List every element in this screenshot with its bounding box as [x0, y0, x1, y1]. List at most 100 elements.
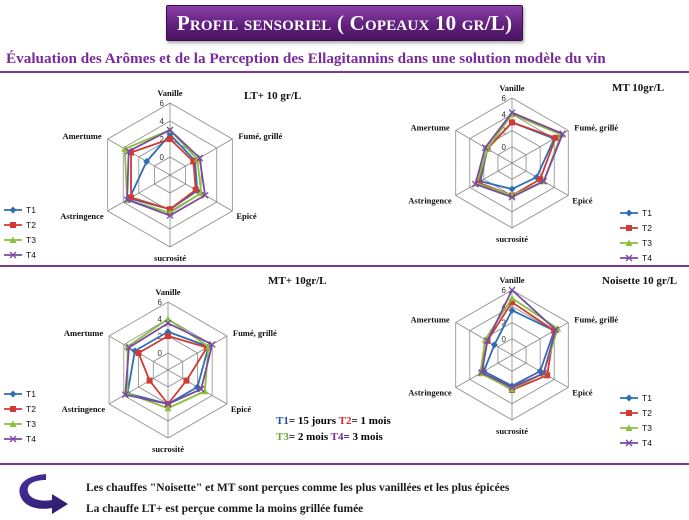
data-point-T3: [204, 343, 212, 350]
data-point-T1: [536, 367, 544, 375]
tick-label: 2: [502, 319, 507, 328]
legend-marker-T3: [9, 236, 17, 243]
data-point-T3: [483, 145, 491, 152]
legend-marker-T4: [9, 435, 17, 443]
data-point-T4: [508, 384, 516, 391]
axis-label: Amertume: [62, 131, 101, 141]
data-point-T3: [164, 404, 172, 412]
legend-label-T3: T3: [642, 423, 652, 433]
data-point-T4: [540, 177, 548, 185]
legend-label-T4: T4: [26, 250, 36, 260]
data-point-T4: [197, 385, 205, 393]
axis-label: sucrosité: [152, 444, 184, 454]
key-t2-desc: = 1 mois: [351, 415, 391, 427]
data-point-T2: [537, 176, 544, 183]
legend-marker-T3: [625, 424, 633, 431]
data-point-T2: [509, 119, 515, 126]
legend-label-T1: T1: [642, 393, 652, 403]
tick-label: 0: [160, 153, 165, 162]
axis-label: Amertume: [64, 328, 103, 338]
key-t3-desc: = 2 mois: [288, 431, 331, 443]
axis-label: Vanille: [157, 88, 182, 98]
grid-spoke: [108, 369, 169, 405]
tick-label: 6: [160, 99, 165, 108]
conclusion-1: Les chauffes "Noisette" et MT sont perçu…: [86, 482, 510, 494]
data-point-T1: [508, 306, 516, 314]
data-point-T2: [192, 186, 199, 193]
key-t2-label: T2: [338, 415, 352, 427]
axis-label: Fumé, grillé: [238, 131, 282, 141]
tick-label: 6: [502, 94, 507, 103]
data-point-T4: [471, 180, 479, 188]
axis-label: Vanille: [499, 83, 524, 93]
key-t3-label: T3: [276, 431, 289, 443]
legend-label-T2: T2: [642, 223, 652, 233]
axis-label: Amertume: [411, 123, 450, 133]
data-point-T2: [146, 377, 153, 384]
data-point-T4: [123, 196, 131, 204]
period-key: T1= 15 jours T2= 1 mois T3= 2 mois T4= 3…: [276, 413, 391, 445]
data-point-T1: [490, 341, 498, 349]
chart-title: LT+ 10 gr/L: [244, 90, 301, 102]
data-point-T4: [559, 130, 567, 138]
axis-label: Astringence: [60, 211, 104, 221]
data-point-T4: [540, 369, 548, 377]
grid-spoke: [167, 335, 228, 371]
data-point-T2: [165, 333, 171, 339]
data-point-T1: [508, 185, 516, 193]
legend-label-T3: T3: [642, 238, 652, 248]
legend-marker-T2: [626, 410, 632, 416]
period-key-line-1: T1= 15 jours T2= 1 mois: [276, 413, 391, 429]
key-t4-label: T4: [330, 431, 344, 443]
axis-label: sucrosité: [154, 253, 186, 263]
data-point-T4: [164, 319, 172, 327]
data-point-T4: [121, 391, 129, 399]
legend-marker-T4: [625, 439, 633, 447]
legend-marker-T1: [625, 394, 633, 402]
data-point-T2: [167, 136, 173, 142]
data-point-T2: [128, 149, 135, 156]
axis-label: Fumé, grillé: [233, 328, 277, 338]
tick-label: 4: [158, 315, 163, 324]
grid-spoke: [107, 138, 171, 176]
data-point-T2: [128, 194, 135, 201]
data-point-T4: [125, 344, 133, 351]
tick-label: 0: [158, 349, 163, 358]
data-point-T4: [552, 326, 560, 334]
legend-marker-T1: [625, 209, 633, 217]
divider-top: [0, 71, 689, 73]
key-t4-desc: = 3 mois: [343, 431, 383, 443]
chart-title: MT+ 10gr/L: [268, 275, 327, 287]
data-point-T4: [508, 193, 516, 201]
axis-label: Fumé, grillé: [574, 315, 618, 325]
data-point-T2: [552, 134, 559, 141]
axis-label: Astringence: [62, 404, 106, 414]
legend-label-T4: T4: [26, 434, 36, 444]
data-point-T4: [478, 369, 486, 376]
conclusion-2: La chauffe LT+ est perçue comme la moins…: [86, 503, 364, 515]
data-point-T4: [208, 341, 216, 348]
legend-label-T1: T1: [26, 205, 36, 215]
axis-label: Epicé: [572, 196, 593, 206]
axis-label: Vanille: [499, 275, 524, 285]
data-point-T2: [135, 350, 142, 356]
legend-marker-T2: [10, 406, 16, 412]
data-point-T3: [164, 315, 172, 322]
chart-title: Noisette 10 gr/L: [602, 275, 677, 287]
legend-marker-T2: [626, 225, 632, 231]
page-title: Profil sensoriel ( Copeaux 10 gr/L): [166, 5, 523, 41]
chart-title: MT 10gr/L: [612, 82, 664, 94]
legend-marker-T1: [9, 206, 17, 214]
legend-marker-T1: [9, 390, 17, 398]
tick-label: 4: [160, 117, 165, 126]
data-point-T3: [121, 145, 129, 152]
axis-label: Astringence: [408, 196, 452, 206]
data-point-T1: [193, 383, 201, 391]
period-key-line-2: T3= 2 mois T4= 3 mois: [276, 429, 391, 445]
data-point-T2: [167, 206, 173, 213]
legend-label-T2: T2: [26, 404, 36, 414]
